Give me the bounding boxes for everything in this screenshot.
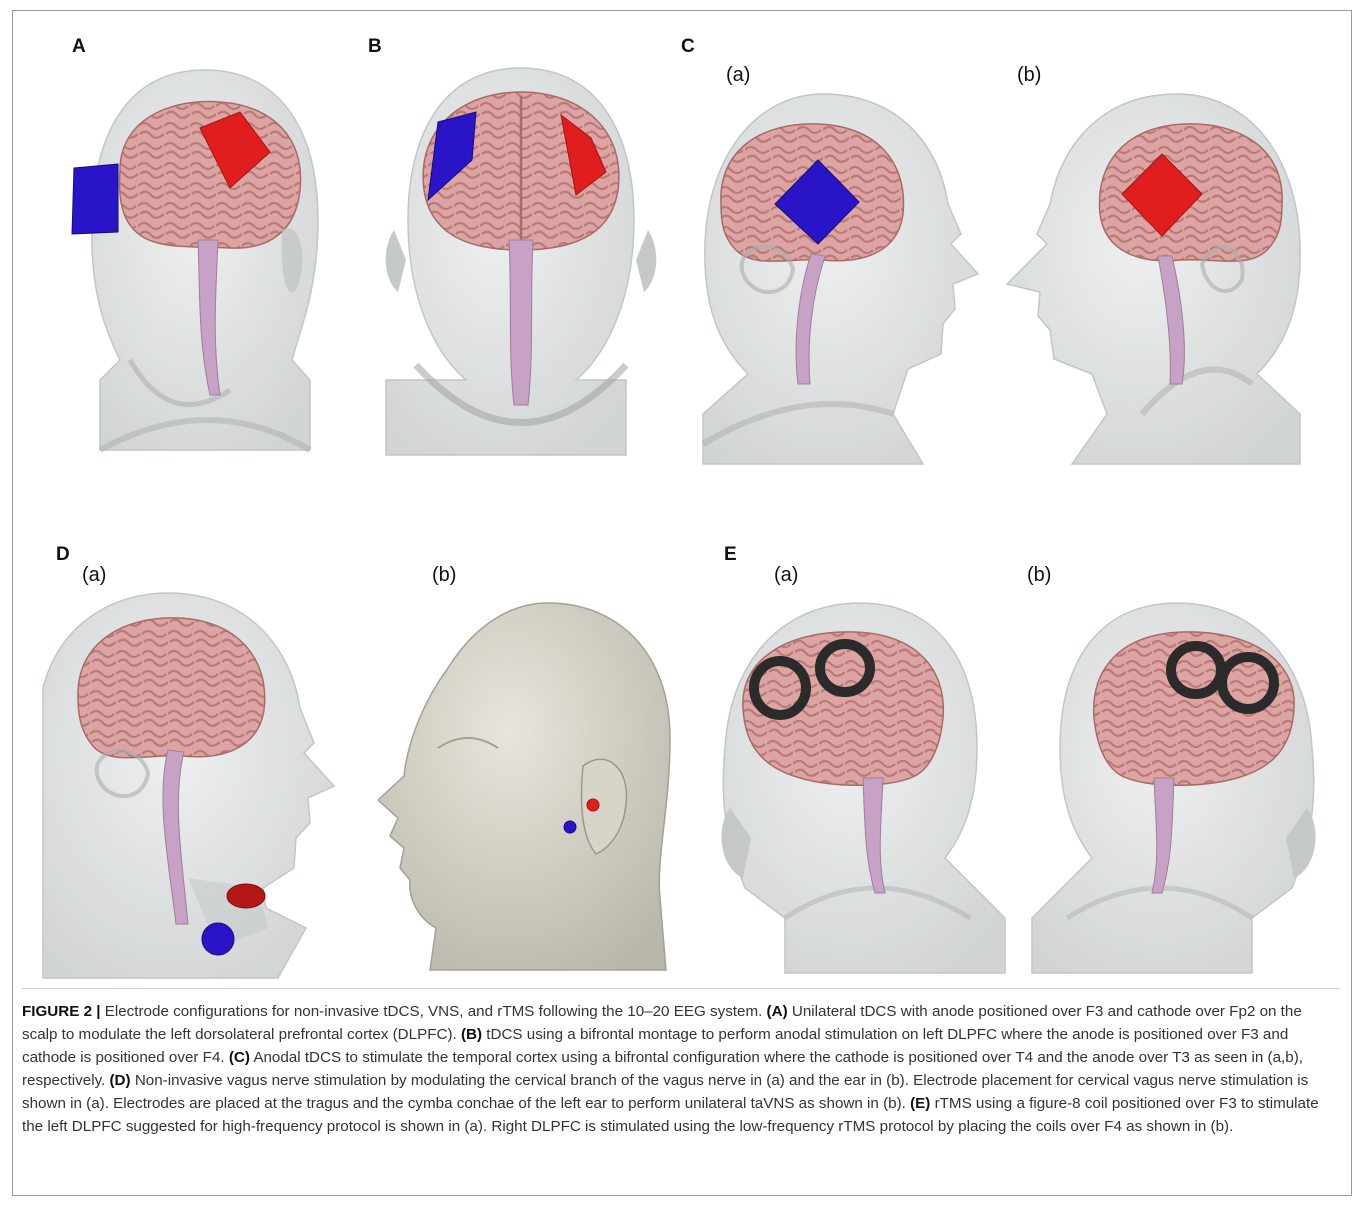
caption-tag-c: (C) (229, 1049, 250, 1066)
panel-label-e: E (724, 544, 737, 566)
panel-e-b-head-illustration (1022, 598, 1322, 978)
cathode-electrode (72, 164, 118, 234)
panel-label-b: B (368, 36, 382, 58)
anode-electrode (587, 799, 599, 811)
caption-tag-a: (A) (767, 1003, 788, 1020)
cathode-electrode (202, 923, 234, 955)
cathode-electrode (564, 821, 576, 833)
sublabel-d-a: (a) (82, 564, 106, 587)
brainstem (509, 240, 533, 405)
caption-tag-e: (E) (910, 1095, 930, 1112)
panel-d-a-head-illustration (38, 588, 358, 983)
panel-c-a-head-illustration (693, 84, 993, 474)
panel-c-b-head-illustration (1002, 84, 1312, 474)
sublabel-d-b: (b) (432, 564, 456, 587)
caption-intro: Electrode configurations for non-invasiv… (101, 1003, 767, 1020)
caption-divider (22, 988, 1340, 989)
sublabel-e-b: (b) (1027, 564, 1051, 587)
panel-label-c: C (681, 36, 695, 58)
caption-tag-b: (B) (461, 1026, 482, 1043)
panel-e-a-head-illustration (715, 598, 1015, 978)
anode-electrode (227, 884, 265, 908)
caption-tag-d: (D) (110, 1072, 131, 1089)
brain (78, 618, 265, 758)
panel-label-a: A (72, 36, 86, 58)
panel-d-b-head-illustration (378, 598, 673, 973)
sublabel-e-a: (a) (774, 564, 798, 587)
panel-label-d: D (56, 544, 70, 566)
panel-a-head-illustration (60, 60, 350, 470)
brain (743, 632, 943, 785)
caption-label: FIGURE 2 | (22, 1003, 101, 1020)
figure-caption: FIGURE 2 | Electrode configurations for … (22, 1000, 1340, 1138)
panel-b-head-illustration (376, 60, 666, 470)
